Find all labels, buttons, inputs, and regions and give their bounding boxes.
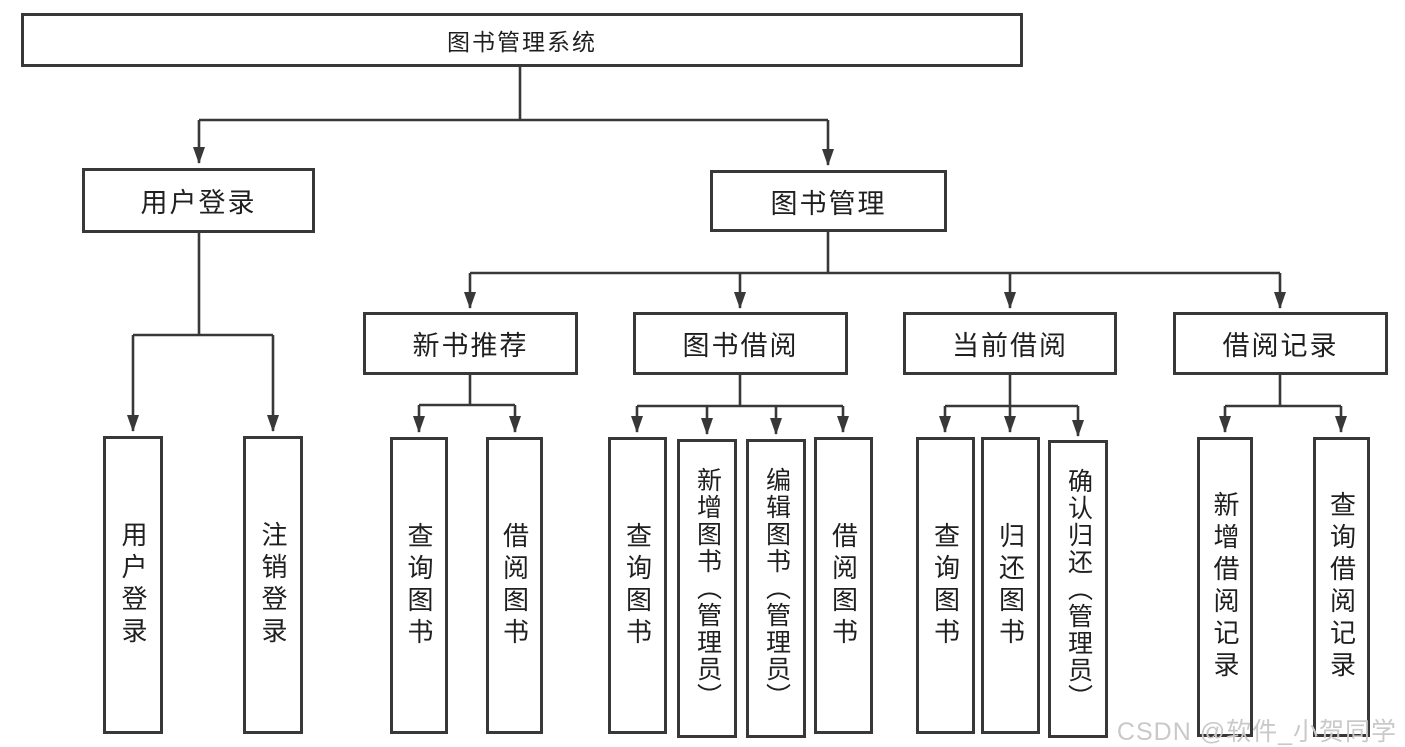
node-label: 借阅记录 — [1222, 331, 1339, 361]
leaf-borrowing-edit-books-admin: 编辑图书（管理员） — [746, 439, 806, 738]
node-label: 新书推荐 — [412, 331, 529, 361]
leaf-label: 查询图书 — [622, 521, 653, 650]
node-current-borrowing: 当前借阅 — [903, 312, 1117, 375]
leaf-label: 查询图书 — [930, 521, 961, 650]
leaf-logout: 注销登录 — [243, 436, 303, 734]
leaf-borrowing-add-books-admin: 新增图书（管理员） — [677, 439, 737, 738]
leaf-records-add-record: 新增借阅记录 — [1197, 437, 1253, 737]
leaf-current-confirm-return-admin: 确认归还（管理员） — [1048, 440, 1108, 738]
leaf-current-query-books: 查询图书 — [916, 437, 975, 734]
leaf-current-return-books: 归还图书 — [981, 437, 1040, 734]
leaf-label: 借阅图书 — [499, 521, 530, 650]
leaf-borrowing-query-books: 查询图书 — [608, 437, 667, 734]
leaf-label: 用户登录 — [118, 521, 148, 649]
leaf-records-query-record: 查询借阅记录 — [1313, 437, 1370, 737]
node-label: 图书借阅 — [682, 331, 799, 361]
node-label: 图书管理系统 — [447, 29, 597, 55]
leaf-label: 新增图书（管理员） — [693, 467, 722, 710]
leaf-label: 确认归还（管理员） — [1064, 467, 1093, 711]
node-label: 图书管理 — [770, 188, 887, 219]
node-user-login-branch: 用户登录 — [82, 168, 315, 233]
leaf-label: 编辑图书（管理员） — [762, 467, 791, 710]
node-borrowing-records: 借阅记录 — [1173, 312, 1388, 375]
node-book-borrowing: 图书借阅 — [633, 312, 848, 375]
leaf-label: 借阅图书 — [828, 521, 859, 650]
leaf-borrowing-borrow-books: 借阅图书 — [814, 437, 873, 734]
leaf-label: 新增借阅记录 — [1210, 491, 1240, 683]
node-new-book-recommend: 新书推荐 — [363, 312, 578, 375]
leaf-recommend-borrow-books: 借阅图书 — [486, 437, 543, 734]
leaf-user-login: 用户登录 — [103, 436, 163, 734]
leaf-label: 查询借阅记录 — [1326, 491, 1357, 683]
leaf-label: 注销登录 — [258, 521, 288, 649]
node-root-library-system: 图书管理系统 — [21, 13, 1023, 67]
leaf-label: 归还图书 — [995, 521, 1026, 650]
leaf-recommend-query-books: 查询图书 — [390, 437, 448, 734]
node-label: 用户登录 — [140, 188, 257, 218]
csdn-watermark: CSDN @软件_小贺同学 — [1116, 718, 1397, 746]
node-label: 当前借阅 — [952, 331, 1068, 361]
node-book-management-branch: 图书管理 — [710, 170, 947, 232]
leaf-label: 查询图书 — [404, 521, 434, 650]
